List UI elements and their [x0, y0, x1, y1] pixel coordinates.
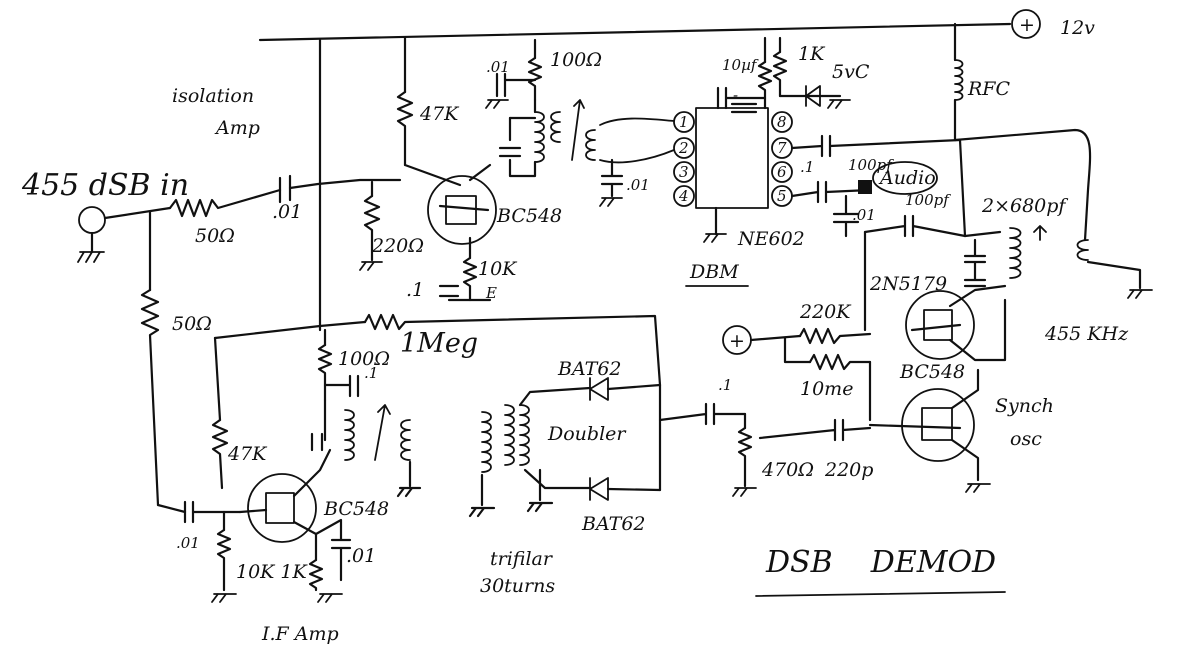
if-decoupling-cap-label: .1 — [364, 364, 378, 382]
isolation-label-line2: Amp — [214, 117, 260, 139]
mixer-supply-resistor-label: 1K — [798, 43, 826, 65]
q1-label: BC548 — [496, 205, 562, 227]
if-emitter-resistors-label: 10K 1K — [236, 561, 308, 583]
if-amp: 47K .01 BC548 10K 1K .01 100Ω .1 I.F Amp — [176, 328, 391, 645]
if-transistor-label: BC548 — [323, 498, 389, 520]
input-section: 455 dSB in 50Ω 50Ω .01 isolation Amp — [21, 85, 402, 514]
pin8-label: 8 — [777, 113, 787, 131]
oscillator-transistor-label: 2N5179 — [869, 273, 947, 295]
zener-label: 5vC — [832, 61, 870, 83]
pin6-label: 6 — [777, 163, 787, 181]
audio-cap1-label: 100pf — [848, 156, 894, 174]
feedback-resistor-label: 1Meg — [400, 328, 478, 359]
supply-plus-symbol: + — [1019, 14, 1035, 36]
audio-output-label: Audio — [878, 167, 936, 189]
input-cap-label: .01 — [272, 201, 302, 223]
input-resistor2-label: 50Ω — [172, 313, 212, 335]
supply-voltage-label: 12v — [1060, 17, 1095, 39]
q1-bias-low-label: 220Ω — [371, 235, 424, 257]
pin3-label: 3 — [679, 163, 689, 181]
audio-ground-cap-label: .01 — [852, 206, 876, 224]
sync-osc: BC548 Synch osc 220p 470Ω .1 — [658, 361, 1054, 497]
if-bias-resistor-label: 47K — [227, 443, 268, 465]
trifilar-transformer: trifilar 30turns Doubler BAT62 BAT62 — [396, 358, 662, 597]
mixer-input-cap-label: .01 — [626, 176, 650, 194]
audio-cap2-label: 100pf — [905, 191, 951, 209]
mixer-label: NE602 — [737, 228, 805, 250]
mixer-section: .01 1 2 3 4 8 7 6 5 NE602 DBM 10µf - 1K — [585, 36, 870, 287]
oscillator-section: RFC 455 KHz 2×680pf 2N5179 + 220K 10me — [722, 22, 1153, 422]
q1-decoupling-cap-label: .01 — [486, 58, 510, 76]
mixer-supply-cap-label: 10µf — [722, 56, 759, 74]
mixer-block-label: DBM — [689, 261, 739, 283]
trifilar-label-line1: trifilar — [490, 548, 554, 570]
if-input-cap-label: .01 — [176, 534, 200, 552]
if-emitter-cap-label: .01 — [346, 545, 376, 567]
if-amp-label: I.F Amp — [261, 623, 339, 645]
q1-emitter-ground-mark: E — [485, 284, 497, 302]
pin7-label: 7 — [777, 139, 787, 157]
audio-output: .1 Audio 100pf 100pf .01 — [790, 134, 962, 238]
q1-emitter-cap-label: .1 — [406, 279, 424, 301]
q1-bias-resistor-label: 47K — [419, 103, 460, 125]
mixer-output-cap-label: .1 — [800, 158, 814, 176]
doubler-label: Doubler — [547, 423, 627, 445]
isolation-label-line1: isolation — [172, 85, 254, 107]
sync-osc-label-line1: Synch — [995, 395, 1054, 417]
sync-coupling-cap-label: 220p — [824, 459, 873, 481]
sync-osc-label-line2: osc — [1010, 428, 1042, 450]
title-block: DSB DEMOD — [755, 545, 1006, 597]
sync-resistor-label: 470Ω — [761, 459, 814, 481]
sync-transistor-label: BC548 — [899, 361, 965, 383]
supply-rail: + 12v — [258, 9, 1095, 42]
pin2-label: 2 — [678, 139, 689, 157]
doubler-output-cap-label: .1 — [718, 376, 732, 394]
page-title: DSB DEMOD — [765, 545, 996, 580]
oscillator-caps-label: 2×680pf — [981, 195, 1068, 217]
feedback-path: 1Meg — [213, 313, 662, 492]
diode-bottom-label: BAT62 — [581, 513, 646, 535]
if-load-resistor-label: 100Ω — [338, 348, 390, 370]
pin1-label: 1 — [679, 113, 689, 131]
q1-load-resistor-label: 100Ω — [550, 49, 602, 71]
trifilar-label-line2: 30turns — [480, 575, 555, 597]
pin4-label: 4 — [678, 187, 689, 205]
rfc-label: RFC — [967, 78, 1010, 100]
q1-tank: 100Ω .01 — [485, 38, 602, 178]
pin5-label: 5 — [777, 187, 787, 205]
mixer-supply-minus: - — [733, 86, 738, 104]
q1-emitter-resistor-label: 10K — [478, 258, 518, 280]
input-resistor-label: 50Ω — [195, 225, 235, 247]
oscillator-bias-resistor-label: 220K — [799, 301, 852, 323]
oscillator-supply-plus: + — [729, 330, 745, 352]
oscillator-feedback-resistor-label: 10me — [800, 378, 853, 400]
diode-top-label: BAT62 — [557, 358, 622, 380]
isolation-amp: 47K 220Ω BC548 10K .1 E — [318, 36, 562, 332]
input-label: 455 dSB in — [21, 168, 189, 203]
frequency-label: 455 KHz — [1044, 323, 1129, 345]
